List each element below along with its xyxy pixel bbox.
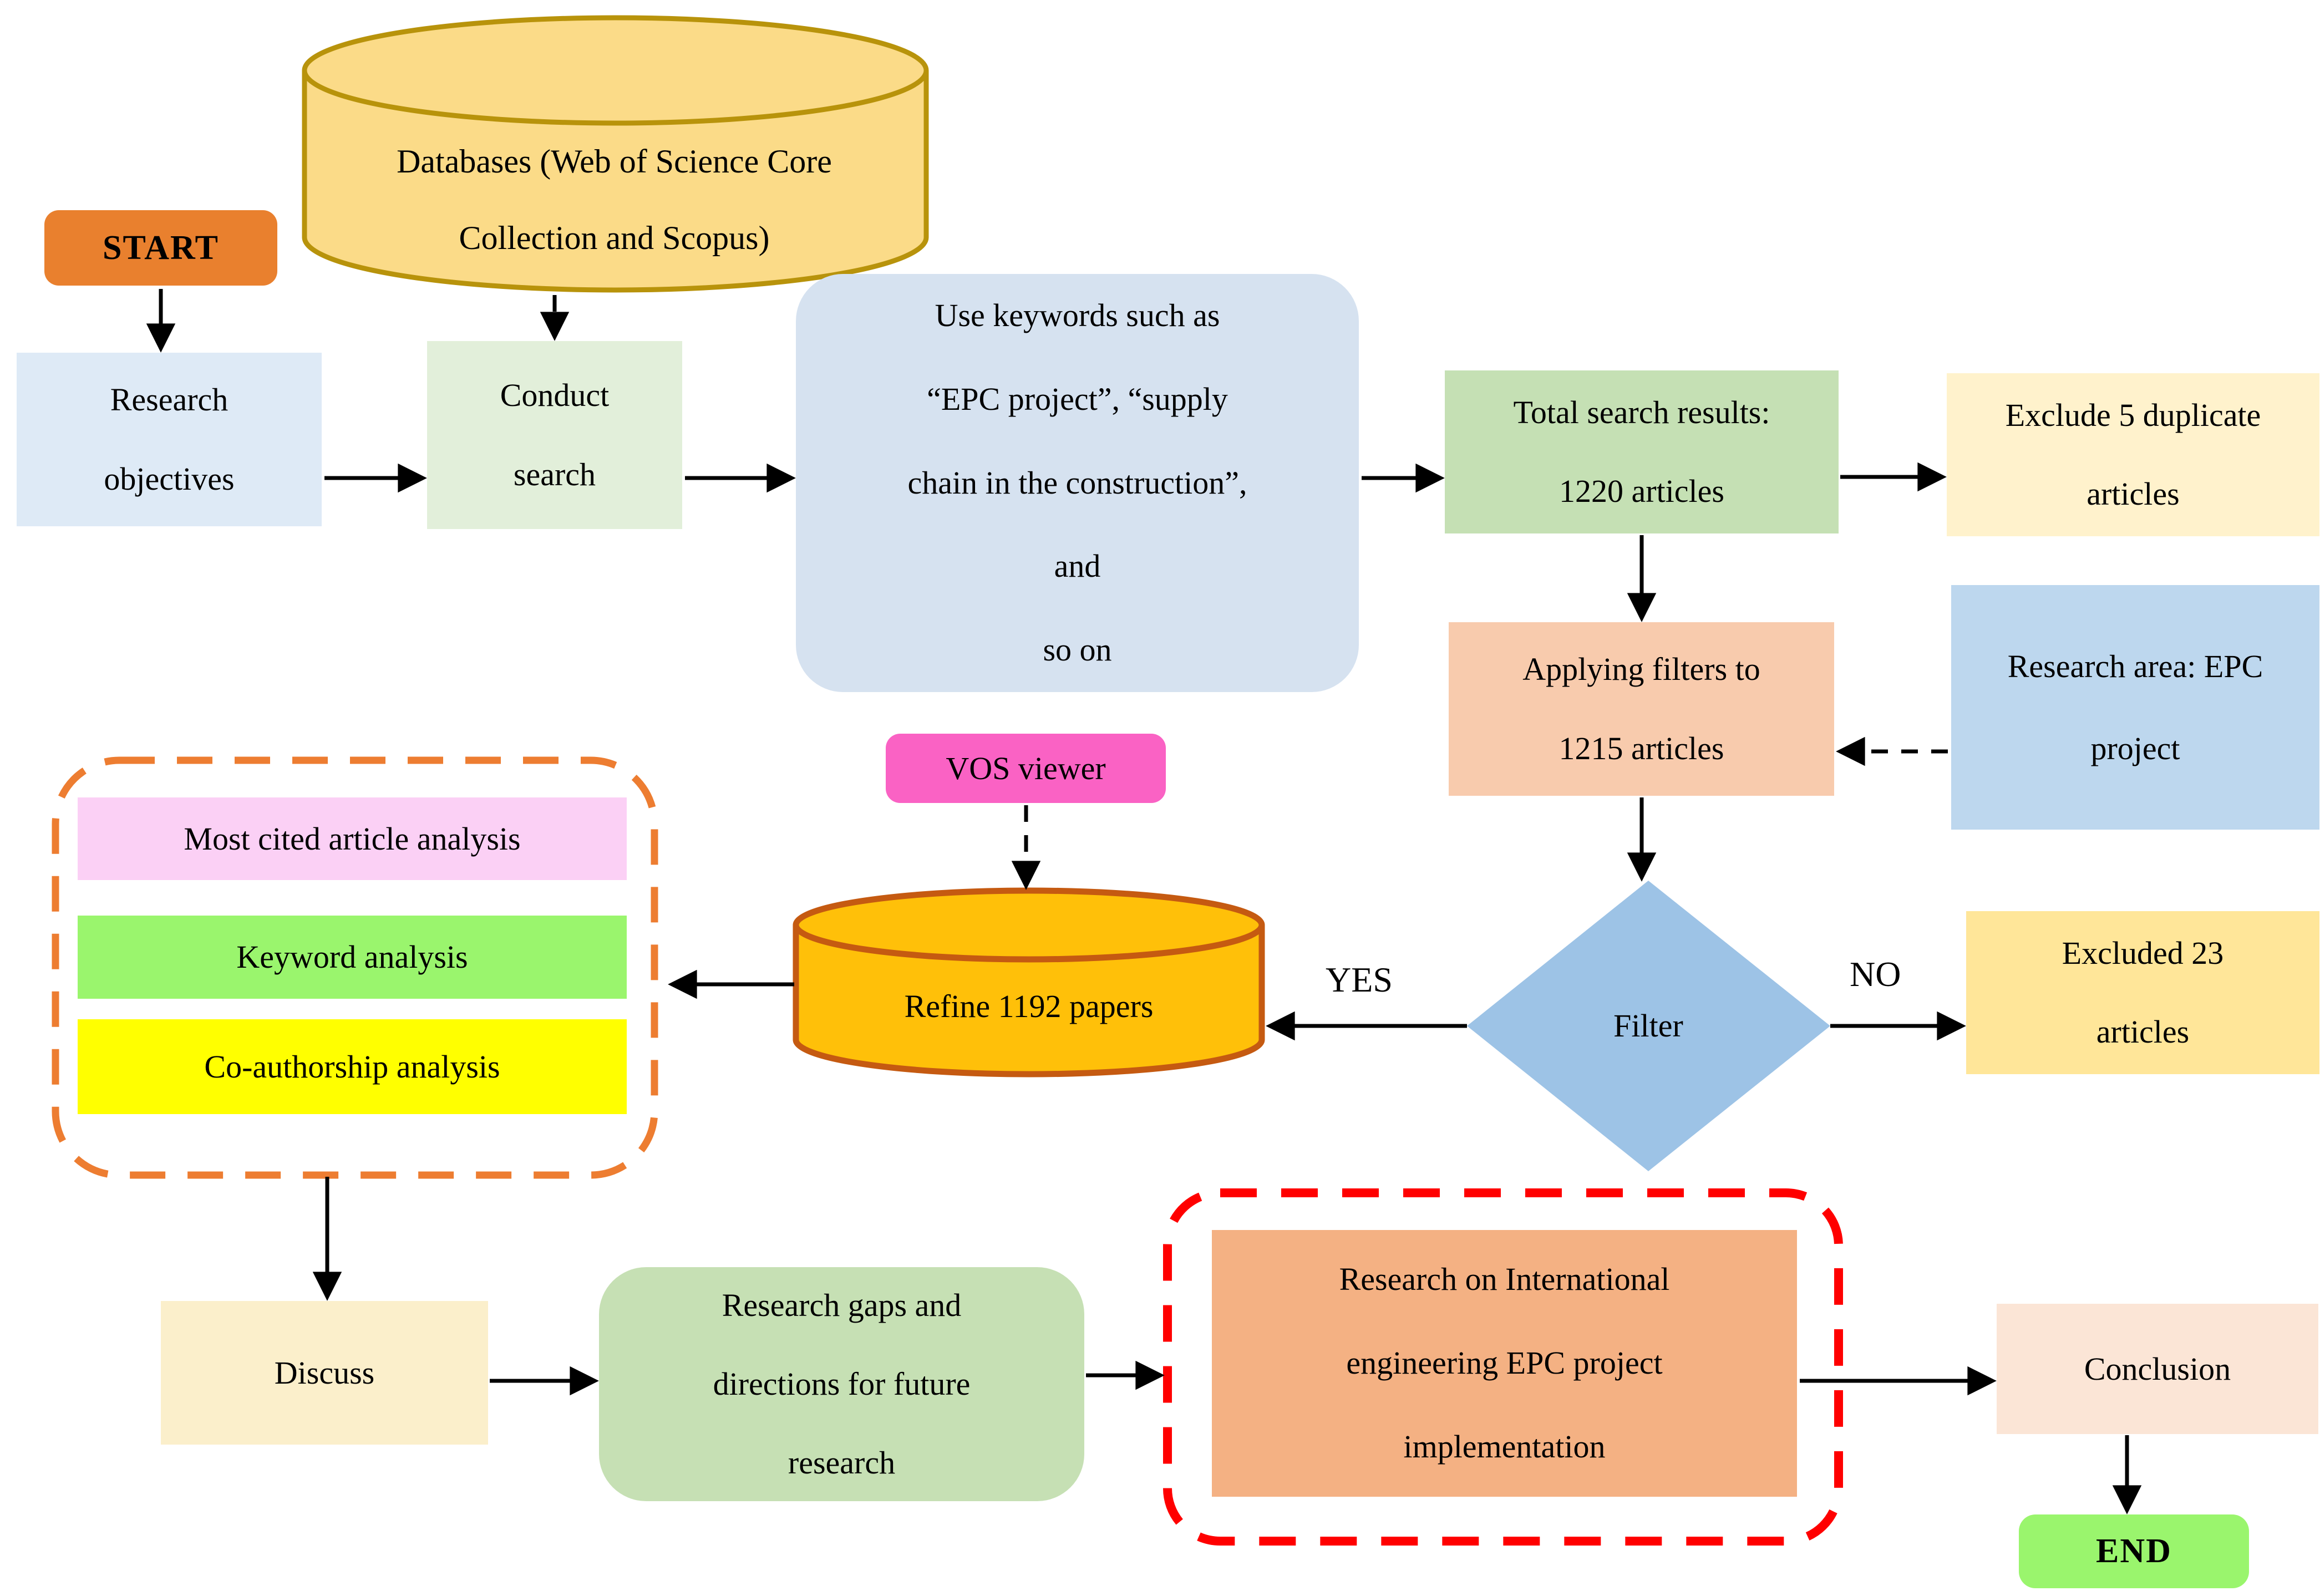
refine-papers-cylinder-shape [793,887,1265,1077]
refine-papers-node-label: Refine 1192 papers [904,988,1154,1025]
research-gaps-node: Research gaps and directions for future … [599,1267,1084,1501]
total-search-results-node: Total search results: 1220 articles [1445,370,1839,533]
conclusion-node: Conclusion [1997,1304,2318,1434]
databases-node-label: Databases (Web of Science Core Collectio… [397,143,832,256]
yes-edge-label: YES [1326,960,1393,999]
most-cited-analysis-node: Most cited article analysis [78,797,627,880]
databases-cylinder-shape [302,15,929,293]
conduct-search-node: Conduct search [427,341,682,529]
keyword-analysis-node: Keyword analysis [78,916,627,999]
end-node: END [2019,1514,2249,1588]
excluded-articles-node: Excluded 23 articles [1966,911,2319,1074]
research-area-node: Research area: EPC project [1951,585,2319,830]
vos-viewer-node: VOS viewer [886,734,1166,803]
exclude-duplicates-node: Exclude 5 duplicate articles [1947,373,2319,536]
analysis-group-dashed-border [52,756,658,1179]
international-group-dashed-border [1163,1188,1843,1546]
research-international-node: Research on International engineering EP… [1212,1230,1797,1497]
no-edge-label: NO [1850,954,1901,994]
coauthorship-analysis-node: Co-authorship analysis [78,1019,627,1114]
applying-filters-node: Applying filters to 1215 articles [1449,622,1834,796]
filter-decision-label: Filter [1613,1008,1683,1044]
use-keywords-node: Use keywords such as “EPC project”, “sup… [796,274,1359,692]
start-node: START [44,210,277,286]
research-objectives-node: Research objectives [17,353,322,526]
filter-diamond-shape [1467,881,1830,1171]
discuss-node: Discuss [161,1301,488,1445]
